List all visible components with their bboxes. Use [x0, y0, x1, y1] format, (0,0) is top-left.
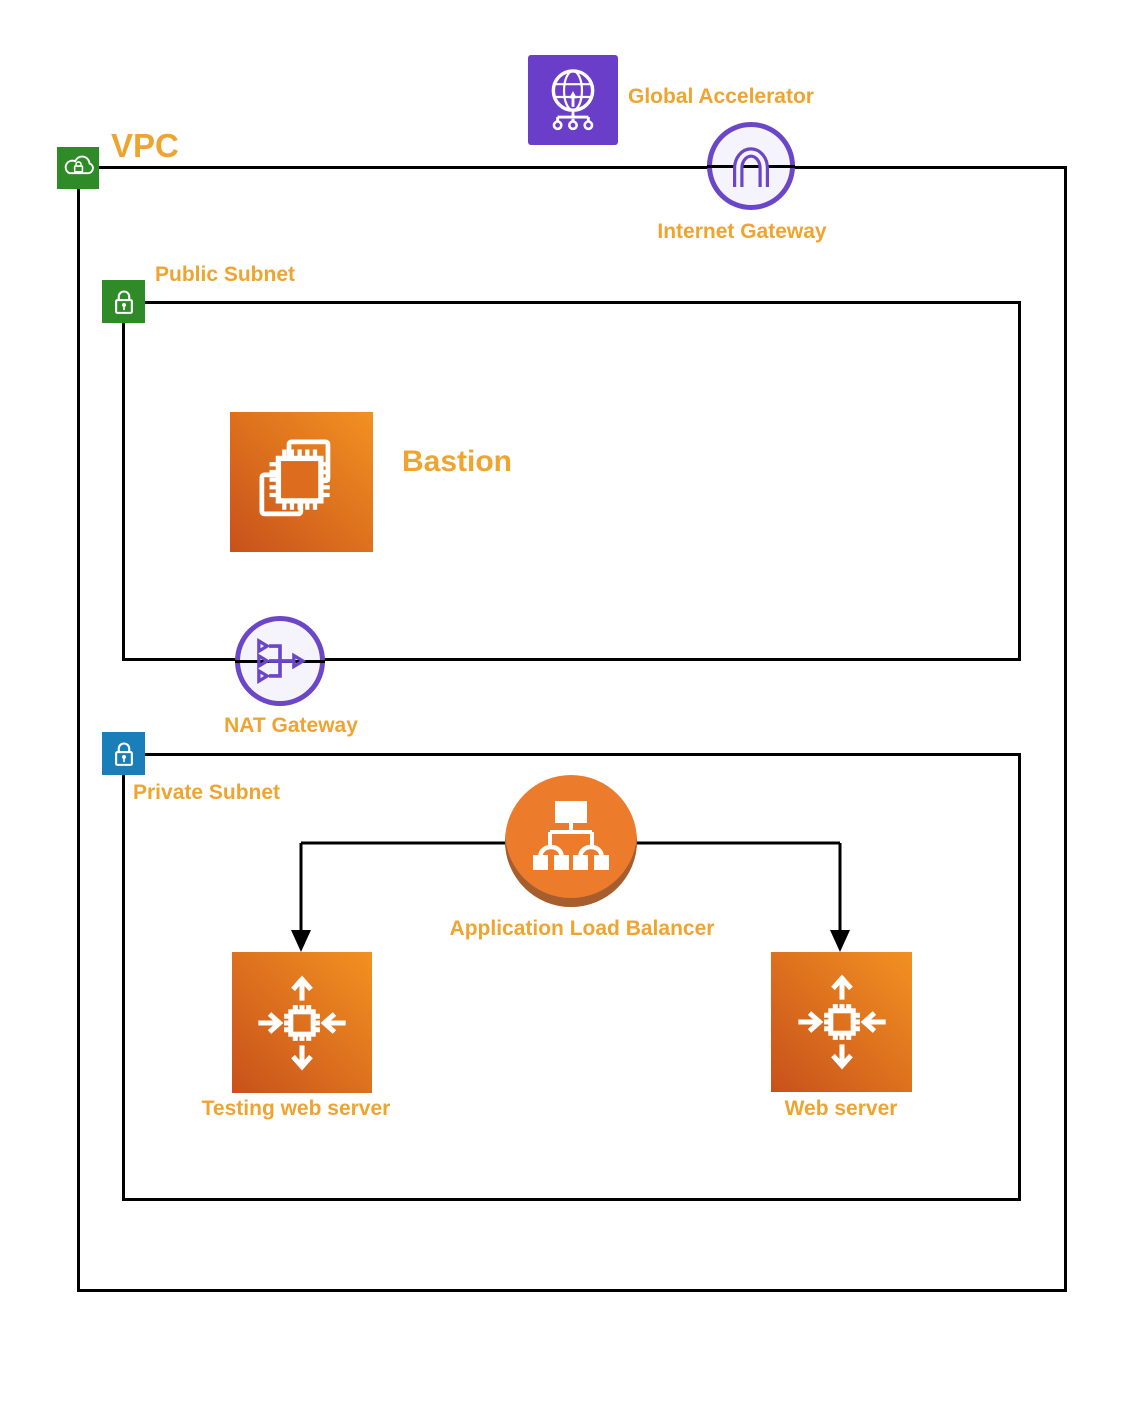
gateway-arch-icon — [733, 147, 769, 187]
vpc-label: VPC — [111, 127, 179, 164]
web-server-node — [771, 952, 912, 1092]
public-subnet-box — [122, 301, 1021, 661]
testing-web-server-label: Testing web server — [201, 1097, 391, 1120]
instance-chip-arrows-icon — [797, 974, 886, 1070]
padlock-icon — [114, 290, 133, 314]
public-subnet-label: Public Subnet — [155, 263, 296, 286]
global-accelerator-icon — [528, 55, 618, 145]
web-server-label: Web server — [784, 1097, 898, 1120]
nat-gateway-label: NAT Gateway — [224, 714, 358, 737]
internet-gateway-label: Internet Gateway — [657, 220, 827, 243]
cloud-lock-icon — [64, 155, 94, 175]
vpc-border-through-line — [707, 164, 795, 168]
private-subnet-icon — [102, 732, 145, 775]
load-balancer-tree-icon — [533, 801, 609, 870]
globe-network-icon — [551, 69, 595, 131]
nat-arrows-icon — [257, 638, 307, 684]
alb-node — [505, 775, 637, 907]
private-subnet-box — [122, 753, 1021, 1201]
instance-chip-arrows-icon — [258, 975, 346, 1070]
bastion-label: Bastion — [402, 445, 513, 478]
bastion-node — [230, 412, 373, 552]
vpc-icon — [57, 147, 99, 189]
private-subnet-label: Private Subnet — [133, 781, 281, 804]
internet-gateway-icon — [707, 122, 795, 210]
vpc-box — [77, 166, 1067, 1292]
public-subnet-icon — [102, 280, 145, 323]
alb-label: Application Load Balancer — [449, 917, 715, 940]
testing-web-server-node — [232, 952, 372, 1093]
padlock-icon — [114, 742, 133, 766]
global-accelerator-label: Global Accelerator — [628, 85, 814, 108]
ec2-chip-icon — [259, 439, 330, 517]
nat-gateway-icon — [235, 616, 325, 706]
